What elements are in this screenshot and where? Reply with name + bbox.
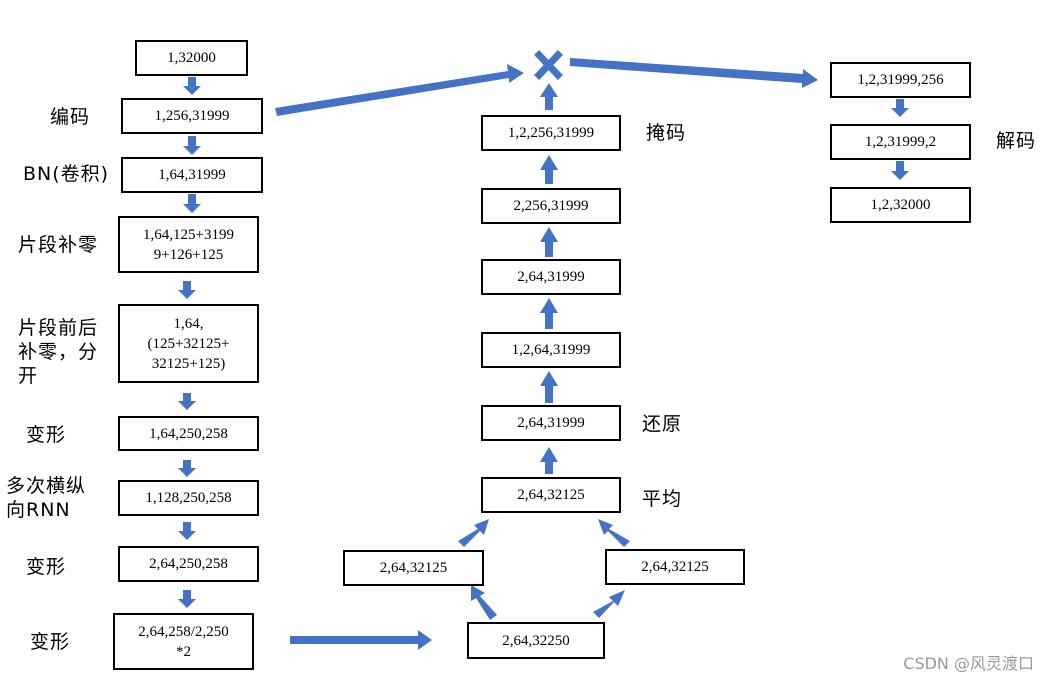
box-middle-c: 2,256,31999 <box>481 188 621 224</box>
label-encode: 编码 <box>50 106 91 128</box>
box-rnn: 1,128,250,258 <box>118 480 259 516</box>
box-average: 2,64,32125 <box>481 477 621 513</box>
arrow-down-l8-l9 <box>178 590 196 608</box>
box-encoded: 1,256,31999 <box>121 98 263 134</box>
box-middle-bottom: 2,64,32250 <box>467 622 605 659</box>
label-mask: 掩码 <box>646 122 687 144</box>
box-middle-left: 2,64,32125 <box>343 550 484 586</box>
arrow-up-restore-a <box>540 371 558 403</box>
box-pad-split: 1,64, (125+32125+ 32125+125) <box>118 304 259 383</box>
box-reshape3: 2,64,258/2,250 *2 <box>113 613 254 670</box>
box-middle-right: 2,64,32125 <box>605 549 745 585</box>
box-middle-b: 2,64,31999 <box>481 259 621 295</box>
arrow-right-to-avg <box>598 519 630 547</box>
arrow-multiply-to-decode <box>570 58 818 88</box>
watermark: CSDN @风灵渡口 <box>903 654 1034 673</box>
arrow-up-b-c <box>540 227 558 257</box>
arrow-bottom-to-right <box>593 590 625 618</box>
arrow-bottom-to-left <box>471 585 497 620</box>
label-bn: BN(卷积) <box>23 163 110 185</box>
label-reshape2: 变形 <box>26 556 67 578</box>
box-decode-out: 1,2,32000 <box>830 187 971 223</box>
label-restore: 还原 <box>642 413 683 435</box>
box-input: 1,32000 <box>135 40 248 76</box>
arrow-down-l6-l7 <box>178 460 196 477</box>
arrow-left-to-avg <box>458 519 489 547</box>
arrow-up-a-b <box>540 298 558 329</box>
label-decode: 解码 <box>996 130 1037 152</box>
arrow-up-c-mask <box>540 155 558 184</box>
arrow-up-mask-multiply <box>540 83 558 110</box>
arrow-down-l2-l3 <box>183 136 201 155</box>
label-average: 平均 <box>642 488 683 510</box>
box-reshape2: 2,64,250,258 <box>118 546 259 582</box>
label-pad-split: 片段前后 补零，分 开 <box>18 317 99 387</box>
multiply-icon <box>534 50 563 80</box>
arrow-up-avg-restore <box>540 447 558 474</box>
arrow-down-l5-l6 <box>178 393 196 410</box>
arrow-down-r1-r2 <box>891 99 909 117</box>
label-reshape1: 变形 <box>26 424 67 446</box>
label-rnn: 多次横纵 向RNN <box>6 475 87 521</box>
arrow-encode-to-multiply <box>275 64 524 116</box>
arrow-down-l4-l5 <box>178 281 196 299</box>
box-middle-a: 1,2,64,31999 <box>481 332 621 368</box>
arrow-down-l3-l4 <box>183 194 201 213</box>
box-restore: 2,64,31999 <box>481 405 621 441</box>
box-bn: 1,64,31999 <box>121 157 263 193</box>
box-pad: 1,64,125+3199 9+126+125 <box>118 216 259 273</box>
box-reshape1: 1,64,250,258 <box>118 416 259 451</box>
label-pad: 片段补零 <box>18 234 99 256</box>
box-decode-mid: 1,2,31999,2 <box>830 124 971 160</box>
arrow-down-r2-r3 <box>891 161 909 180</box>
arrow-down-l1-l2 <box>183 77 201 95</box>
box-decode-in: 1,2,31999,256 <box>830 62 971 98</box>
label-reshape3: 变形 <box>30 631 71 653</box>
arrow-reshape-to-middle <box>290 630 432 650</box>
box-mask: 1,2,256,31999 <box>481 115 621 151</box>
arrow-down-l7-l8 <box>178 522 196 540</box>
